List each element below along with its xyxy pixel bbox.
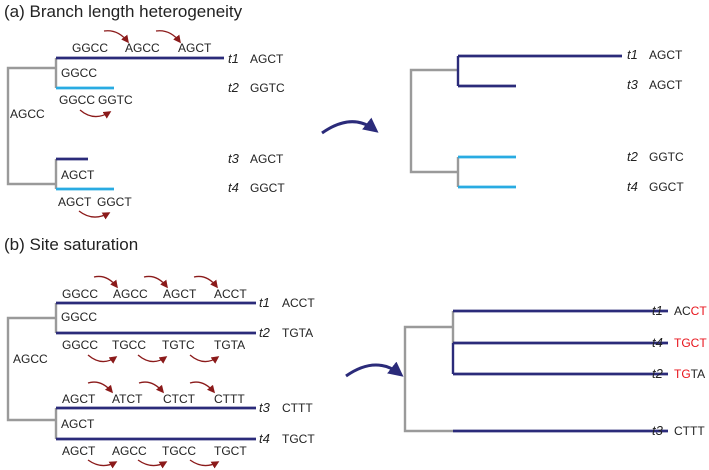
tip-label-t2: t2: [228, 80, 240, 95]
tip-label-t3: t3: [627, 77, 639, 92]
upper-node-seq: GGCC: [61, 66, 97, 80]
t2-change-1: GGCC: [59, 93, 95, 107]
t1-change-3: AGCT: [178, 41, 212, 55]
tip-seq-t4: GGCT: [250, 181, 285, 195]
tip-seq-t2: TGTA: [282, 326, 313, 340]
mutation-arrow: [87, 459, 118, 469]
mutation-arrow: [87, 354, 118, 364]
tip-label-t1: t1: [259, 295, 270, 310]
t2-change-3: TGTC: [162, 338, 195, 352]
mutation-arrow: [155, 30, 181, 44]
tip-label-t3: t3: [228, 151, 240, 166]
tip-label-t1: t1: [228, 51, 239, 66]
t3-change-2: ATCT: [112, 392, 143, 406]
mutation-arrow: [93, 275, 118, 289]
panel-b-title: (b) Site saturation: [4, 235, 138, 254]
tip-label-t2: t2: [259, 325, 271, 340]
tip-seq-t3: CTTT: [282, 401, 313, 415]
tip-label-t4: t4: [652, 335, 663, 350]
tip-label-t1: t1: [652, 303, 663, 318]
tip-seq-t4: TGCT: [282, 432, 315, 446]
mutation-arrow: [193, 275, 218, 289]
tip-label-t2: t2: [627, 149, 639, 164]
seq-unchanged: TA: [691, 367, 705, 381]
panel-b-left-tree: AGCC GGCC AGCT GGCC AGCC AGCT ACCT GGCC …: [6, 275, 315, 469]
tip-seq-t4: GGCT: [649, 180, 684, 194]
root-stem: [409, 68, 458, 174]
t4-change-1: AGCT: [62, 444, 96, 458]
t1-change-2: AGCC: [113, 287, 148, 301]
t4-change-2: AGCC: [112, 444, 147, 458]
panel-a-left-tree: AGCC GGCC AGCT GGCC AGCC AGCT GGCC GGTC …: [6, 30, 285, 220]
root-stem: [6, 66, 56, 186]
mutation-arrow: [79, 109, 112, 119]
panel-b-right-tree: t1 ACCT t4 TGCT t2 TGTA t3 CTTT: [403, 303, 707, 438]
root-stem: [6, 316, 56, 422]
t4-change-3: TGCC: [162, 444, 196, 458]
tip-label-t3: t3: [259, 400, 271, 415]
seq-changed: CT: [691, 304, 708, 318]
t3-change-4: CTTT: [214, 392, 245, 406]
panel-a-right-tree: t1 AGCT t3 AGCT t2 GGTC t4 GGCT: [409, 47, 684, 194]
seq-unchanged: AC: [674, 304, 691, 318]
t2-change-4: TGTA: [214, 338, 245, 352]
tip-label-t2: t2: [652, 366, 664, 381]
t1-change-2: AGCC: [125, 41, 160, 55]
tip-seq-t3: AGCT: [649, 78, 683, 92]
t1-change-3: AGCT: [163, 287, 197, 301]
mutation-arrow: [87, 381, 114, 394]
mutation-arrow: [137, 354, 168, 364]
tip-seq-t3: AGCT: [250, 152, 284, 166]
t4-change-1: AGCT: [58, 195, 92, 209]
mutation-arrow: [189, 354, 220, 364]
mutation-arrow: [143, 275, 168, 289]
transform-arrow: [345, 361, 404, 378]
panel-a-title: (a) Branch length heterogeneity: [4, 2, 243, 21]
t3-change-3: CTCT: [163, 392, 196, 406]
tip-seq-t1: ACCT: [282, 296, 315, 310]
tip-label-t4: t4: [228, 180, 239, 195]
tip-seq-t2: TGTA: [674, 367, 705, 381]
mutation-arrow: [189, 381, 216, 394]
tip-seq-t2: GGTC: [649, 150, 684, 164]
t2-change-1: GGCC: [62, 338, 98, 352]
tip-seq-t4: TGCT: [674, 336, 707, 350]
mutation-arrow: [103, 30, 129, 44]
tip-label-t4: t4: [627, 179, 638, 194]
mutation-arrow: [138, 381, 165, 394]
mutation-arrow: [78, 210, 111, 220]
root-seq: AGCC: [10, 107, 45, 121]
tip-seq-t3: CTTT: [674, 424, 705, 438]
lower-node-seq: AGCT: [61, 417, 95, 431]
transform-arrow: [321, 117, 379, 135]
seq-changed: TGCT: [674, 336, 707, 350]
tip-seq-t1: AGCT: [649, 48, 683, 62]
mutation-arrow: [137, 459, 168, 469]
t4-change-2: GGCT: [97, 195, 132, 209]
mutation-arrow: [189, 459, 220, 469]
tip-seq-t2: GGTC: [250, 81, 285, 95]
tip-label-t1: t1: [627, 47, 638, 62]
t2-change-2: TGCC: [112, 338, 146, 352]
t1-change-1: GGCC: [62, 287, 98, 301]
root-seq: AGCC: [13, 352, 48, 366]
root-stem: [403, 325, 453, 433]
t2-change-2: GGTC: [98, 93, 133, 107]
t3-change-1: AGCT: [62, 392, 96, 406]
lower-node-seq: AGCT: [61, 168, 95, 182]
tip-seq-t1: ACCT: [674, 304, 707, 318]
upper-node-seq: GGCC: [61, 310, 97, 324]
tip-label-t3: t3: [652, 423, 664, 438]
t1-change-4: ACCT: [214, 287, 247, 301]
t1-change-1: GGCC: [72, 41, 108, 55]
tip-label-t4: t4: [259, 431, 270, 446]
t4-change-4: TGCT: [214, 444, 247, 458]
seq-changed: TG: [674, 367, 691, 381]
tip-seq-t1: AGCT: [250, 52, 284, 66]
